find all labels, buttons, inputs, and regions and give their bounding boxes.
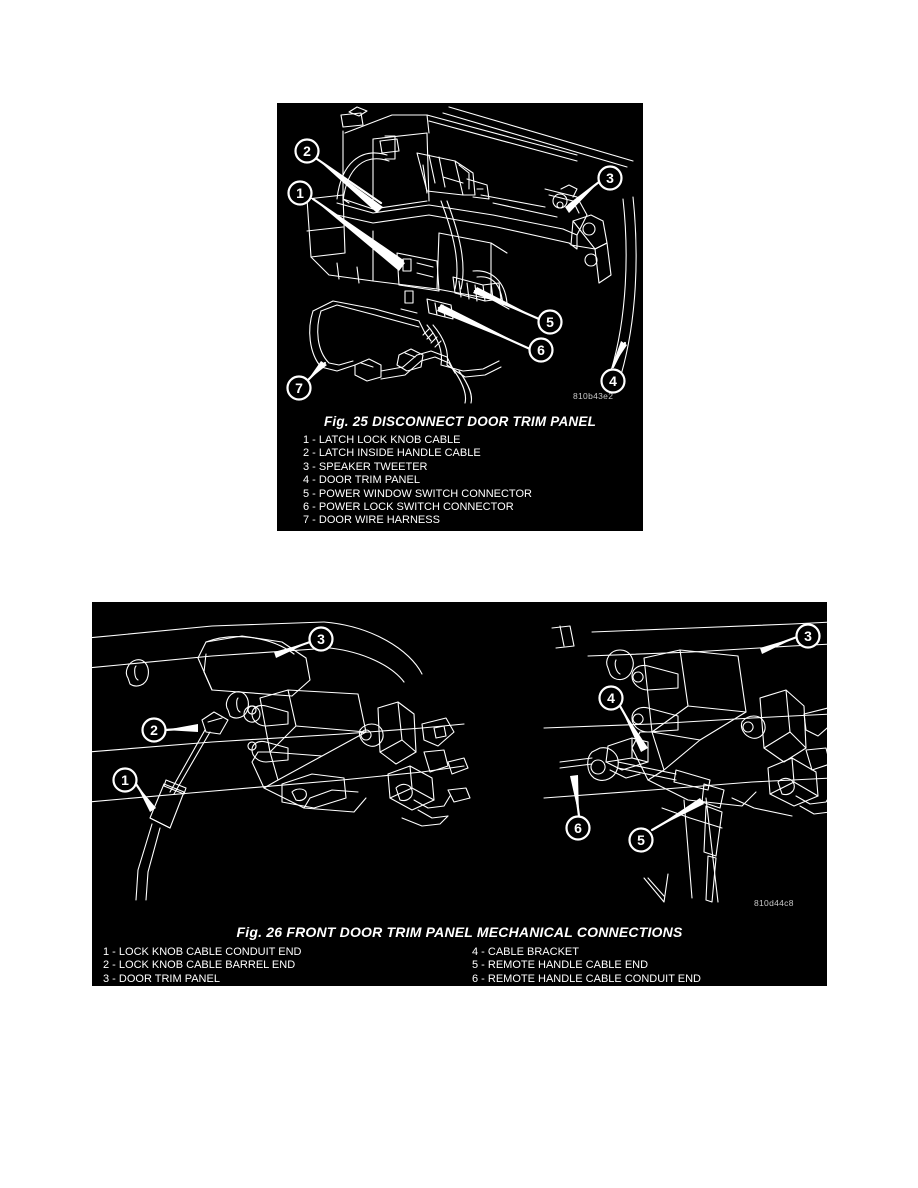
legend-item: 4 - CABLE BRACKET [472, 946, 579, 958]
svg-text:2: 2 [303, 143, 311, 159]
callout-marker-7: 7 [286, 375, 312, 401]
legend-item: 5 - REMOTE HANDLE CABLE END [472, 959, 649, 972]
svg-text:3: 3 [606, 170, 614, 186]
legend-item: 3 - DOOR TRIM PANEL [103, 972, 220, 985]
callout-marker-3: 3 [597, 165, 623, 191]
callout-marker-4: 4 [600, 368, 626, 394]
legend-item: 5 - POWER WINDOW SWITCH CONNECTOR [303, 487, 532, 500]
callout-marker-3-right: 3 [795, 623, 821, 649]
figure-26-id-code: 810d44c8 [754, 898, 794, 908]
legend-item: 1 - LOCK KNOB CABLE CONDUIT END [103, 946, 302, 958]
figure-26-illustration: 3 2 1 3 4 [92, 602, 827, 920]
svg-text:2: 2 [150, 722, 158, 738]
legend-item: 4 - DOOR TRIM PANEL [303, 474, 420, 487]
legend-item: 6 - POWER LOCK SWITCH CONNECTOR [303, 501, 514, 514]
legend-item: 1 - LATCH LOCK KNOB CABLE [303, 434, 461, 446]
figure-25-caption: Fig. 25 DISCONNECT DOOR TRIM PANEL [323, 414, 597, 429]
figure-26-panel: 3 2 1 3 4 [92, 602, 827, 986]
svg-text:1: 1 [121, 772, 129, 788]
figure-26-caption: Fig. 26 FRONT DOOR TRIM PANEL MECHANICAL… [236, 924, 683, 940]
figure-25-illustration: 2 1 3 5 6 [277, 103, 643, 408]
svg-text:3: 3 [317, 631, 325, 647]
callout-marker-6: 6 [528, 337, 554, 363]
figure-25-panel: 2 1 3 5 6 [277, 103, 643, 531]
callout-marker-5: 5 [537, 309, 563, 335]
svg-text:4: 4 [609, 373, 617, 389]
figure-26-legend-left: 1 - LOCK KNOB CABLE CONDUIT END 2 - LOCK… [103, 946, 301, 986]
svg-text:5: 5 [546, 314, 554, 330]
legend-item: 7 - DOOR WIRE HARNESS [303, 514, 440, 527]
callout-marker-1-left: 1 [112, 767, 138, 793]
callout-marker-2: 2 [294, 138, 320, 164]
figure-26-legend-right: 4 - CABLE BRACKET 5 - REMOTE HANDLE CABL… [472, 946, 701, 986]
svg-text:7: 7 [295, 380, 303, 396]
figure-25-legend: 1 - LATCH LOCK KNOB CABLE 2 - LATCH INSI… [303, 434, 532, 528]
callout-marker-6-right: 6 [565, 815, 591, 841]
legend-item: 2 - LATCH INSIDE HANDLE CABLE [303, 447, 481, 460]
callout-marker-1: 1 [287, 180, 313, 206]
svg-text:6: 6 [537, 342, 545, 358]
callout-marker-4-right: 4 [598, 685, 624, 711]
legend-item: 6 - REMOTE HANDLE CABLE CONDUIT END [472, 972, 702, 985]
legend-item: 2 - LOCK KNOB CABLE BARREL END [103, 959, 296, 972]
svg-text:4: 4 [607, 690, 615, 706]
callout-marker-5-right: 5 [628, 827, 654, 853]
svg-text:5: 5 [637, 832, 645, 848]
figure-25-id-code: 810b43e2 [573, 391, 614, 401]
legend-item: 3 - SPEAKER TWEETER [303, 460, 428, 473]
callout-marker-2-left: 2 [141, 717, 167, 743]
svg-text:3: 3 [804, 628, 812, 644]
figure-25-callouts: 2 1 3 5 6 [286, 138, 626, 401]
callout-marker-3-left: 3 [308, 626, 334, 652]
svg-text:6: 6 [574, 820, 582, 836]
figure-26-callouts: 3 2 1 3 4 [112, 623, 821, 853]
svg-text:1: 1 [296, 185, 304, 201]
